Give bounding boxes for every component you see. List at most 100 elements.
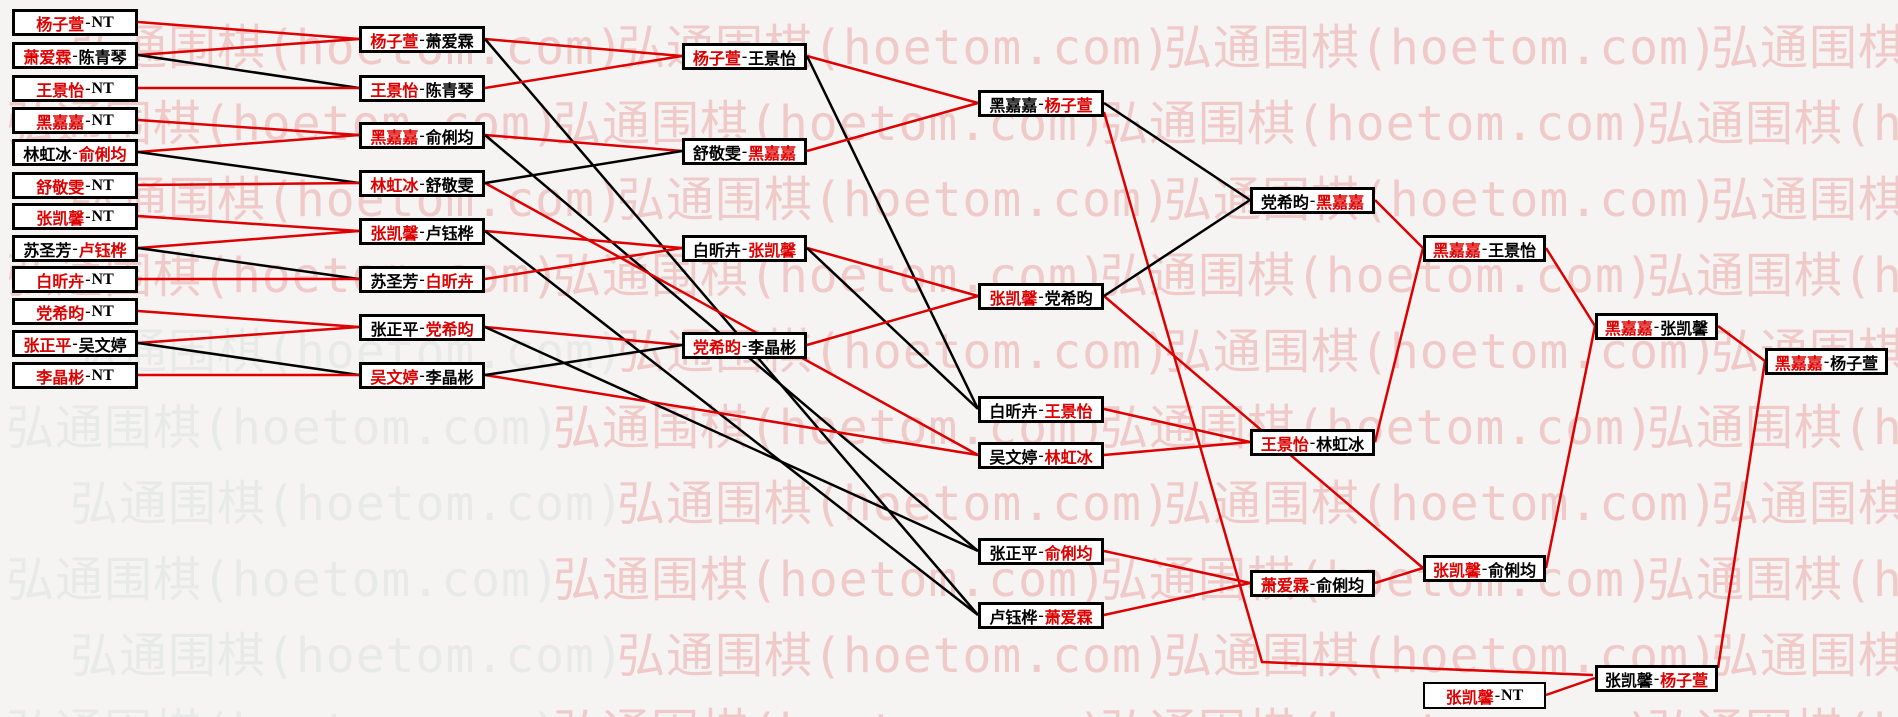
player-name-winner-yes: 黑嘉嘉 <box>748 145 797 163</box>
player-name-winner-no: NT <box>91 302 114 320</box>
player-name-winner-no: 苏圣芳 <box>23 242 72 260</box>
player-name-winner-no: 白昕卉 <box>989 403 1038 421</box>
player-name-winner-yes: 萧爱霖 <box>1260 577 1309 595</box>
pairing-hyphen: - <box>72 334 78 352</box>
loser-connector-line <box>484 230 979 616</box>
pairing-hyphen: - <box>1653 669 1660 687</box>
watermark-text: 弘通围棋(hoetom.com) <box>70 628 625 684</box>
winner-connector-line <box>806 294 979 347</box>
player-name-winner-no: 吴文婷 <box>989 449 1038 467</box>
player-name-winner-yes: 杨子萱 <box>1660 672 1709 690</box>
match-box-round2-8: 吴文婷-李晶彬 <box>359 362 485 389</box>
winner-connector-line <box>484 37 683 58</box>
winner-connector-line <box>484 133 683 153</box>
watermark-text: 弘通围棋(hoetom.com) <box>617 172 1172 228</box>
winner-connector-line <box>137 309 360 329</box>
player-name-winner-yes: 黑嘉嘉 <box>370 129 419 147</box>
watermark-text: 弘通围棋(hoetom.com) <box>1100 248 1655 304</box>
player-name-winner-yes: 杨子萱 <box>370 33 419 51</box>
loser-connector-line <box>484 325 979 553</box>
player-name-winner-yes: 张凯馨 <box>36 210 85 228</box>
match-box-round3-3: 白昕卉-张凯馨 <box>682 235 807 262</box>
pairing-hyphen: - <box>85 13 91 31</box>
pairing-hyphen: - <box>419 318 425 336</box>
pairing-hyphen: - <box>1494 686 1501 704</box>
match-box-round4-3: 白昕卉-王景怡 <box>978 396 1104 423</box>
match-box-round2-7: 张正平-党希昀 <box>359 314 485 341</box>
match-box-round2-1: 杨子萱-萧爱霖 <box>359 26 485 53</box>
player-name-winner-no: 党希昀 <box>1260 194 1309 212</box>
winner-connector-line <box>137 214 360 233</box>
match-box-round1-6: 舒敬雯-NT <box>12 172 138 199</box>
match-box-round6-2: 张凯馨-俞俐均 <box>1423 555 1546 582</box>
winner-connector-line <box>1103 549 1251 585</box>
pairing-hyphen: - <box>1823 352 1830 370</box>
pairing-hyphen: - <box>1481 239 1488 257</box>
pairing-hyphen: - <box>1309 433 1316 451</box>
match-box-round1-2: 萧爱霖-陈青琴 <box>12 42 138 69</box>
player-name-winner-no: 李晶彬 <box>748 339 797 357</box>
winner-connector-line <box>806 101 979 153</box>
loser-connector-line <box>137 53 360 90</box>
watermark-text: 弘通围棋(hoetom.com) <box>6 708 561 717</box>
pairing-hyphen: - <box>1309 191 1316 209</box>
watermark-text: 弘通围棋(hoetom.com) <box>70 20 625 76</box>
player-name-winner-yes: 杨子萱 <box>1044 97 1093 115</box>
player-name-winner-no: NT <box>91 111 114 129</box>
match-box-round1-4: 黑嘉嘉-NT <box>12 107 138 134</box>
player-name-winner-yes: 党希昀 <box>425 321 474 339</box>
player-name-winner-no: 舒敬雯 <box>425 177 474 195</box>
watermark-text: 弘通围棋(hoetom.com) <box>1164 476 1719 532</box>
player-name-winner-yes: 李晶彬 <box>36 369 85 387</box>
player-name-winner-yes: 黑嘉嘉 <box>1432 242 1481 260</box>
watermark-text: 弘通围棋(hoetom.com) <box>1100 708 1655 717</box>
pairing-hyphen: - <box>1309 574 1316 592</box>
match-box-round2-4: 林虹冰-舒敬雯 <box>359 170 485 197</box>
player-name-winner-no: 陈青琴 <box>425 82 474 100</box>
player-name-winner-no: 王景怡 <box>748 50 797 68</box>
player-name-winner-yes: 林虹冰 <box>370 177 419 195</box>
match-box-round1-5: 林虹冰-俞俐均 <box>12 139 138 166</box>
pairing-hyphen: - <box>419 174 425 192</box>
match-box-round4-6: 卢钰桦-萧爱霖 <box>978 602 1104 629</box>
match-box-round1-3: 王景怡-NT <box>12 75 138 102</box>
pairing-hyphen: - <box>419 79 425 97</box>
match-box-round4-2: 张凯馨-党希昀 <box>978 283 1104 310</box>
player-name-winner-yes: 吴文婷 <box>370 369 419 387</box>
loser-connector-line <box>137 246 360 281</box>
player-name-winner-yes: 张凯馨 <box>989 290 1038 308</box>
player-name-winner-no: NT <box>91 207 114 225</box>
player-name-winner-yes: 党希昀 <box>36 305 85 323</box>
player-name-winner-yes: 林虹冰 <box>1044 449 1093 467</box>
winner-connector-line <box>806 54 979 105</box>
player-name-winner-no: 卢钰桦 <box>425 225 474 243</box>
match-box-round8-1: 黑嘉嘉-杨子萱 <box>1765 348 1888 375</box>
pairing-hyphen: - <box>1038 542 1044 560</box>
watermark-text: 弘通围棋(hoetom.com) <box>1711 628 1898 684</box>
watermark-text: 弘通围棋(hoetom.com) <box>617 628 1172 684</box>
watermark-text: 弘通围棋(hoetom.com) <box>1647 248 1898 304</box>
winner-connector-line <box>137 37 360 57</box>
watermark-text: 弘通围棋(hoetom.com) <box>6 552 561 608</box>
player-name-winner-no: 俞俐均 <box>1316 577 1365 595</box>
match-box-round5-2: 王景怡-林虹冰 <box>1250 429 1375 456</box>
player-name-winner-no: 吴文婷 <box>78 337 127 355</box>
player-name-winner-no: NT <box>91 366 114 384</box>
player-name-winner-yes: 俞俐均 <box>78 146 127 164</box>
watermark-text: 弘通围棋(hoetom.com) <box>1647 400 1898 456</box>
winner-connector-line <box>484 181 979 457</box>
player-name-winner-yes: 王景怡 <box>370 82 419 100</box>
match-box-round1-12: 李晶彬-NT <box>12 362 138 389</box>
match-box-round1-11: 张正平-吴文婷 <box>12 330 138 357</box>
winner-connector-line <box>1717 324 1766 363</box>
match-box-round2-5: 张凯馨-卢钰桦 <box>359 218 485 245</box>
player-name-winner-no: 苏圣芳 <box>370 273 419 291</box>
watermark-text: 弘通围棋(hoetom.com) <box>1647 708 1898 717</box>
player-name-winner-no: 杨子萱 <box>1830 355 1879 373</box>
watermark-text: 弘通围棋(hoetom.com) <box>553 708 1108 717</box>
player-name-winner-yes: 黑嘉嘉 <box>1316 194 1365 212</box>
pairing-hyphen: - <box>72 46 78 64</box>
loser-connector-line <box>137 150 360 185</box>
player-name-winner-no: 王景怡 <box>1488 242 1537 260</box>
